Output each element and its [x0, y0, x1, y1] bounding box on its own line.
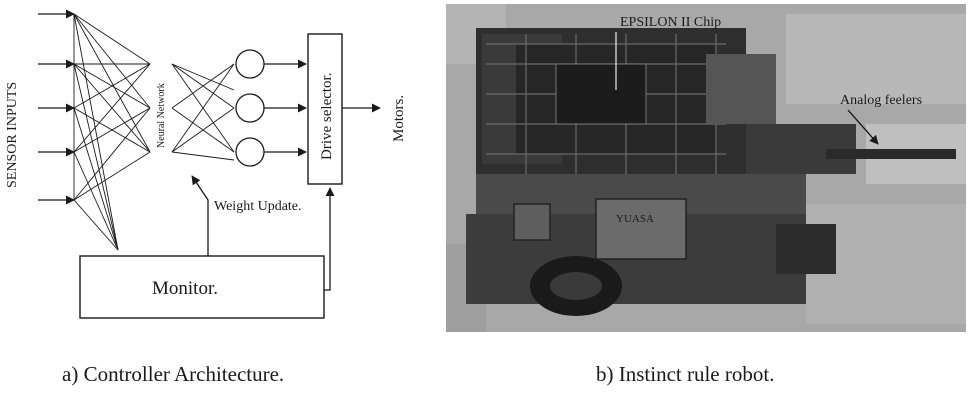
analog-feelers-label: Analog feelers [840, 93, 922, 108]
battery-label: YUASA [616, 213, 654, 225]
caption-controller-architecture: a) Controller Architecture. [62, 362, 284, 387]
output-neurons [236, 50, 264, 166]
drive-arrows [264, 64, 306, 152]
output-neuron [236, 50, 264, 78]
robot-photograph: YUASA EPSILON II Chip Analog feelers [446, 4, 966, 332]
motors-label: Motors. [391, 95, 407, 142]
caption-instinct-rule-robot: b) Instinct rule robot. [596, 362, 774, 387]
network-connections [74, 14, 234, 250]
epsilon-chip-label: EPSILON II Chip [620, 15, 721, 30]
output-neuron [236, 138, 264, 166]
sensor-input-lines [38, 14, 74, 200]
monitor-to-drive-arrow [324, 188, 330, 290]
neural-network-label: Neural Network [156, 83, 167, 148]
output-neuron [236, 94, 264, 122]
monitor-label: Monitor. [152, 278, 218, 299]
drive-selector-label: Drive selector. [319, 73, 335, 160]
sensor-inputs-label: SENSOR INPUTS [5, 82, 20, 188]
weight-update-label: Weight Update. [214, 199, 302, 214]
controller-architecture-diagram: SENSOR INPUTS [0, 0, 440, 340]
weight-update-arrow [192, 176, 208, 256]
